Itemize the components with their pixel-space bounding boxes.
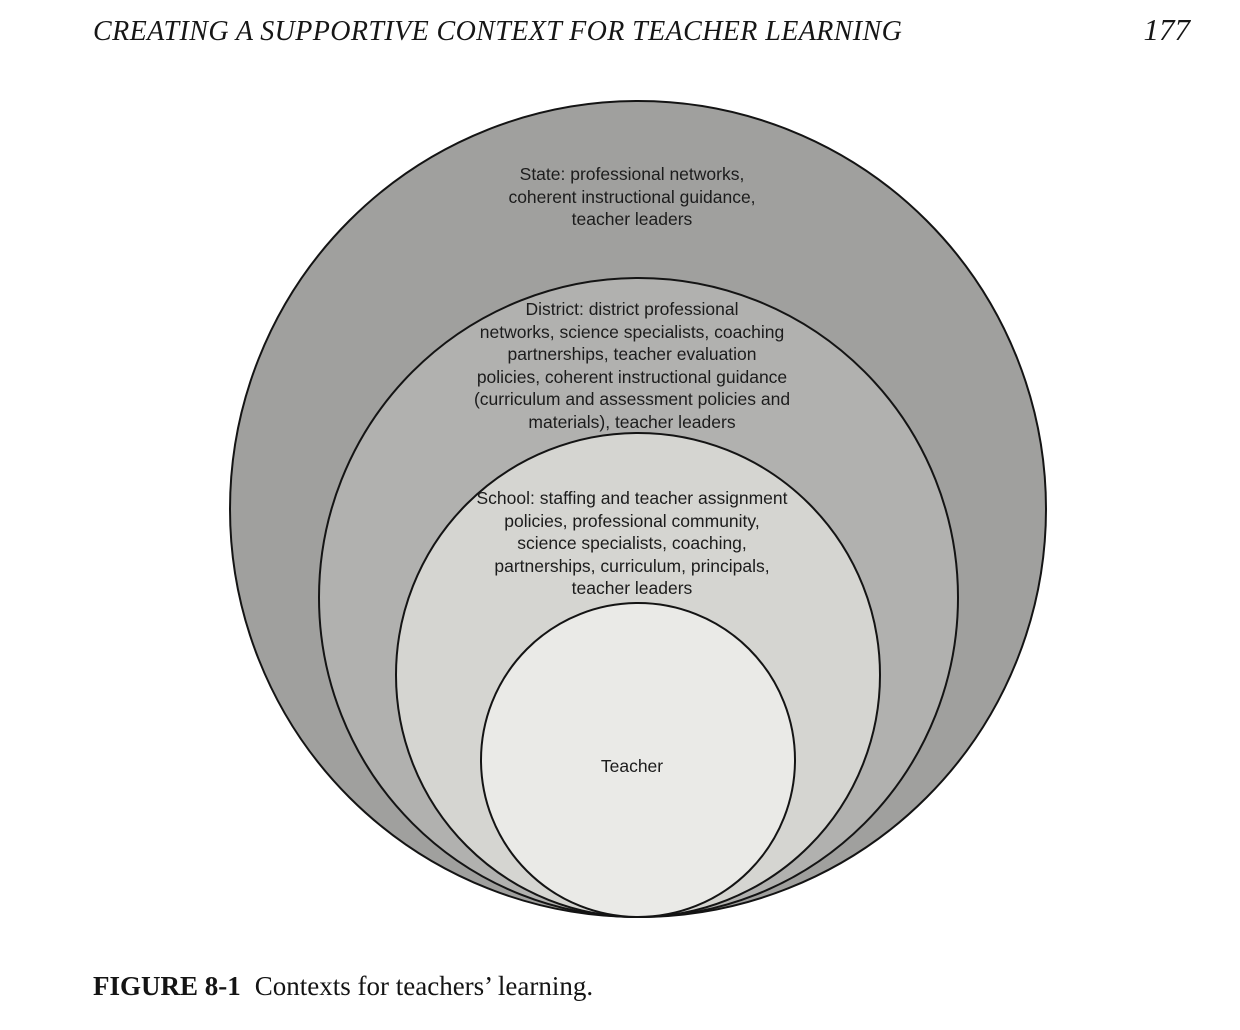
- running-head: CREATING A SUPPORTIVE CONTEXT FOR TEACHE…: [93, 12, 1190, 48]
- district-circle-label: District: district professional networks…: [473, 299, 791, 432]
- state-circle-label: State: professional networks, coherent i…: [508, 164, 756, 229]
- page-number: 177: [1143, 12, 1191, 47]
- figure-caption-label: FIGURE 8-1: [93, 971, 241, 1001]
- school-circle-label: School: staffing and teacher assignment …: [476, 488, 788, 598]
- figure-caption-text: Contexts for teachers’ learning.: [254, 971, 594, 1001]
- running-head-title: CREATING A SUPPORTIVE CONTEXT FOR TEACHE…: [93, 16, 903, 47]
- teacher-circle: [480, 602, 796, 918]
- teacher-circle-label: Teacher: [600, 756, 664, 776]
- figure-caption: FIGURE 8-1 Contexts for teachers’ learnin…: [93, 968, 593, 1004]
